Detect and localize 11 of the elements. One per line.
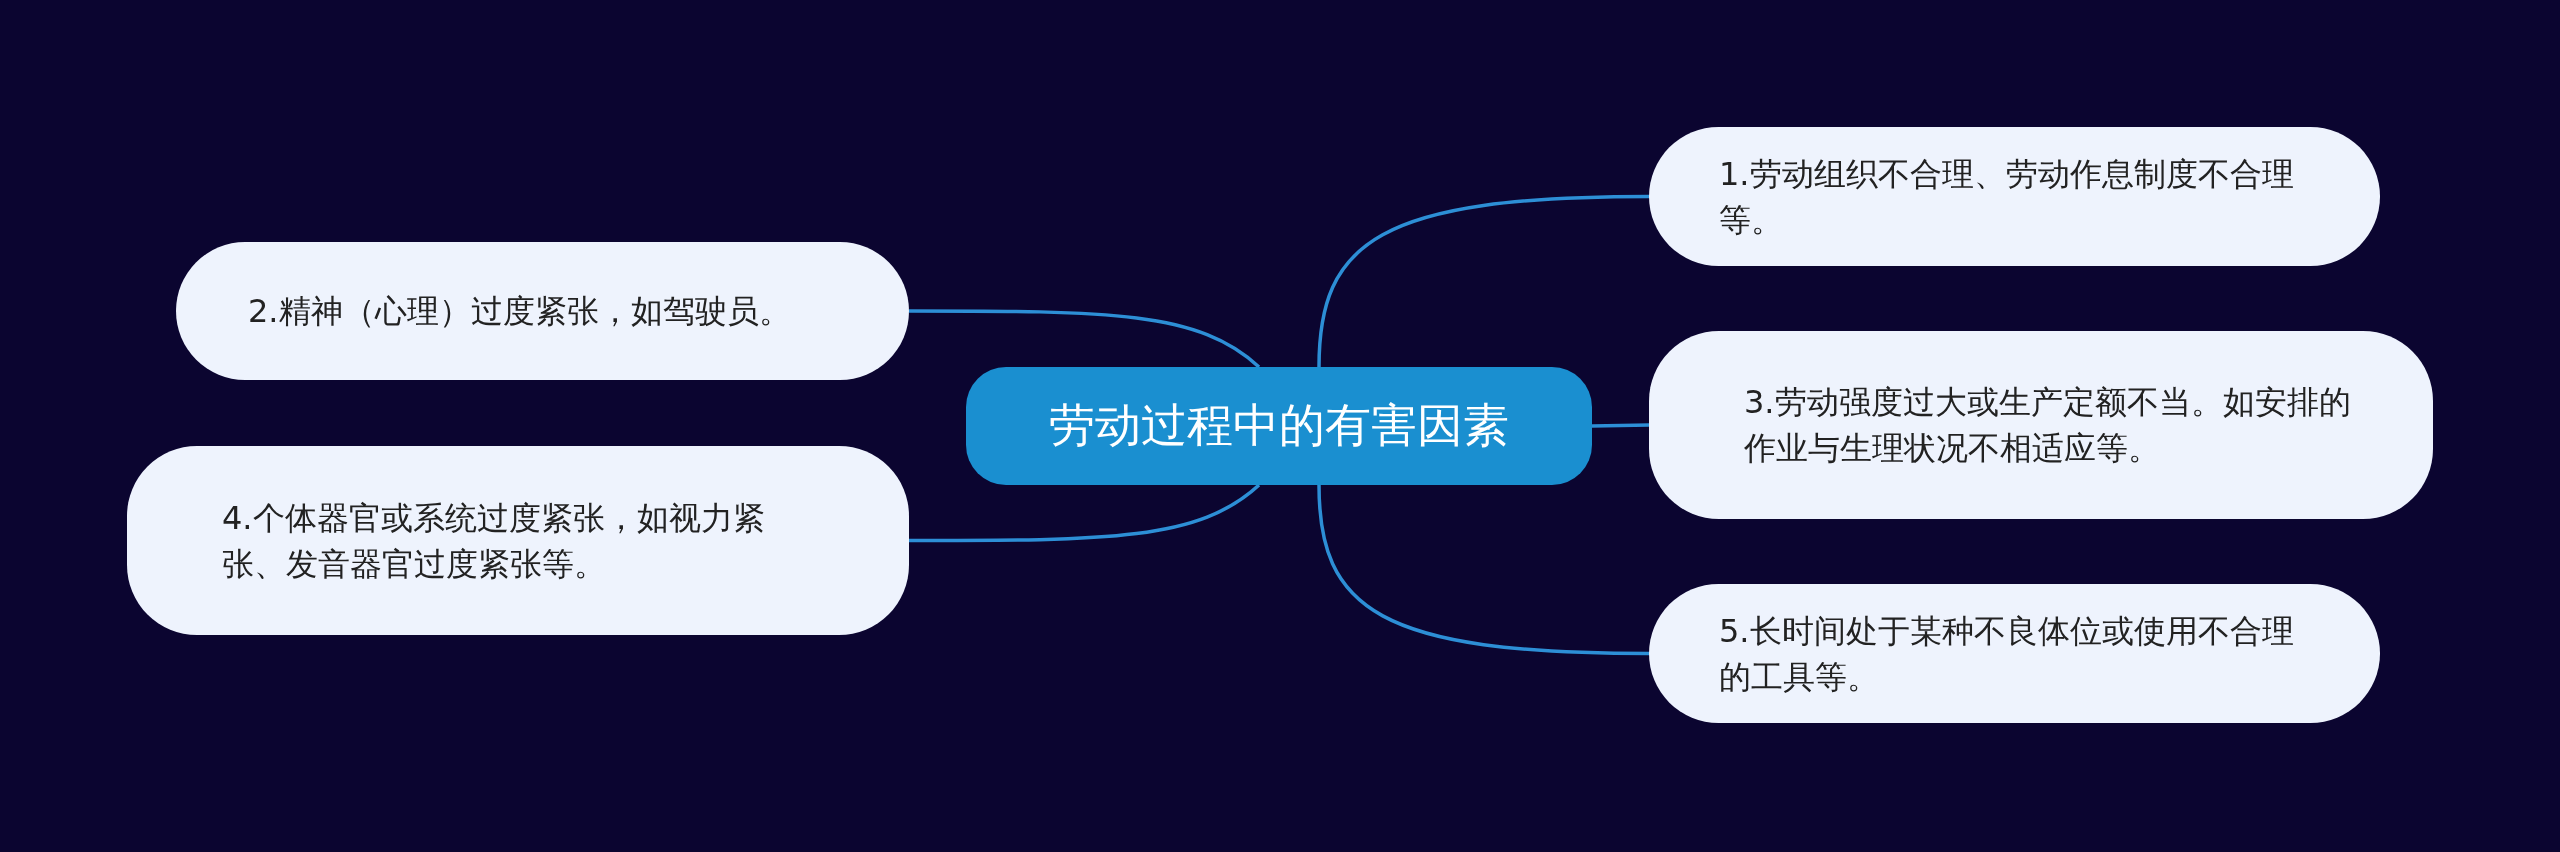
topic-box: 5.长时间处于某种不良体位或使用不合理的工具等。 — [1649, 584, 2380, 723]
topic-box: 4.个体器官或系统过度紧张，如视力紧张、发音器官过度紧张等。 — [127, 446, 909, 635]
connector-line — [1591, 423, 1650, 428]
connector-line — [1317, 484, 1650, 656]
topic-box: 2.精神（心理）过度紧张，如驾驶员。 — [176, 242, 909, 380]
central-topic-box: 劳动过程中的有害因素 — [966, 367, 1592, 485]
connector-line — [909, 309, 1261, 369]
connector-line — [909, 483, 1261, 543]
topic-box: 1.劳动组织不合理、劳动作息制度不合理等。 — [1649, 127, 2380, 266]
topic-box: 3.劳动强度过大或生产定额不当。如安排的作业与生理状况不相适应等。 — [1649, 331, 2433, 519]
connector-line — [1317, 194, 1650, 368]
